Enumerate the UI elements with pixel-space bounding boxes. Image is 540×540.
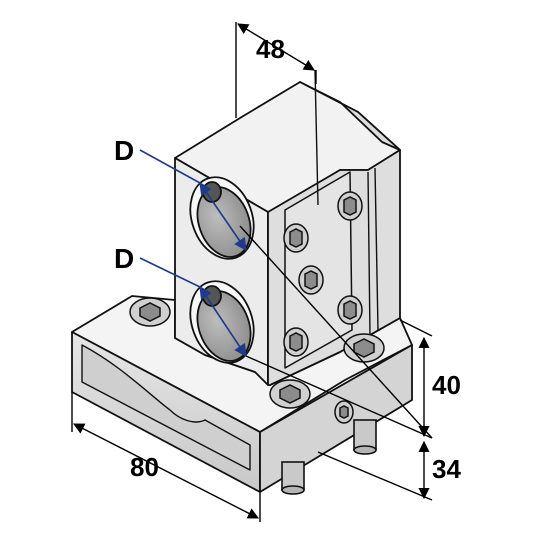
base-pins [281,419,377,495]
dim-34-label: 34 [432,454,461,484]
diameter-label-upper: D [114,135,134,166]
diameter-arrow-lower [199,285,247,358]
screws [129,191,385,424]
hex-socket-screw-icon [334,400,354,424]
slot-line-3 [367,171,371,337]
diameter-leader-lower [139,257,201,288]
diameter-arrow-upper [199,181,247,252]
hex-socket-screw-icon [283,327,309,357]
dim-48-arrow [237,23,315,71]
hex-socket-screw-icon [129,297,171,327]
dim-48-label: 48 [256,34,285,64]
upright-chamfer [299,81,401,151]
diameter-indicators [139,149,247,358]
pin-front-end [281,485,305,495]
pin-rear-end [353,445,377,455]
dim-80-label: 80 [130,452,159,482]
dim-80-arrow [73,423,259,519]
dim-ext-bottom [317,451,433,501]
hex-socket-screw-icon [337,295,363,325]
slot-line-2 [374,167,379,331]
dim-40-label: 40 [432,370,461,400]
hex-socket-screw-icon [269,379,311,409]
dim-ext-top [399,319,433,337]
dim-ext-mid [239,225,433,439]
diameter-leader-upper [139,149,201,184]
hex-socket-screw-icon [283,223,309,253]
hex-socket-screw-icon [298,265,324,295]
hex-socket-screw-icon [337,191,363,221]
hex-socket-screw-icon [343,333,385,363]
dimension-lines [71,22,433,522]
slot-line-1 [314,69,319,206]
diameter-label-lower: D [114,243,134,274]
dim-ext-mid2 [245,355,433,439]
